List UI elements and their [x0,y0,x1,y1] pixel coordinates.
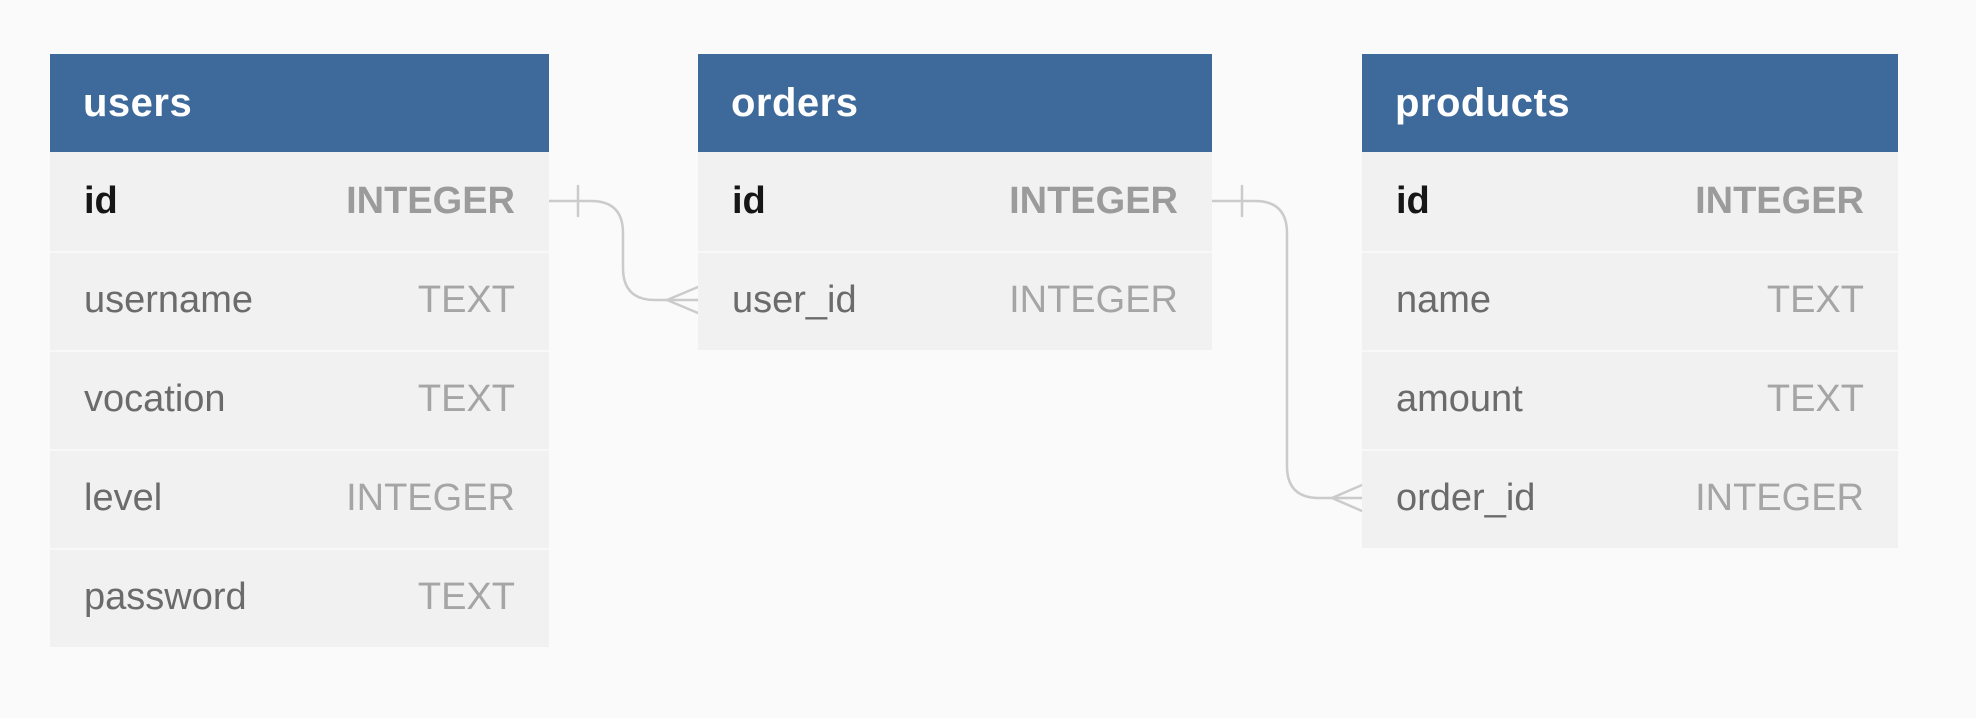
column-name: vocation [84,378,226,420]
column-name: order_id [1396,477,1536,519]
table-orders-header: orders [698,54,1212,152]
cardinality-crow-foot [665,285,700,315]
table-users[interactable]: users id INTEGER username TEXT vocation … [50,54,549,647]
column-name: id [84,180,118,222]
table-users-row-vocation: vocation TEXT [50,350,549,449]
table-products-row-amount: amount TEXT [1362,350,1898,449]
table-products-row-order-id: order_id INTEGER [1362,449,1898,548]
table-users-row-level: level INTEGER [50,449,549,548]
table-users-row-username: username TEXT [50,251,549,350]
table-users-row-id: id INTEGER [50,152,549,251]
relationship-orders-products [1210,184,1364,513]
column-type: INTEGER [1695,477,1864,519]
table-products-row-id: id INTEGER [1362,152,1898,251]
column-type: TEXT [1766,378,1864,420]
table-users-header: users [50,54,549,152]
column-type: INTEGER [346,180,515,222]
column-type: TEXT [1766,279,1864,321]
table-products-row-name: name TEXT [1362,251,1898,350]
cardinality-crow-foot [1330,483,1364,513]
table-orders-row-user-id: user_id INTEGER [698,251,1212,350]
column-name: username [84,279,253,321]
column-name: name [1396,279,1492,321]
column-type: TEXT [417,279,515,321]
table-title: products [1395,80,1571,125]
table-products-header: products [1362,54,1898,152]
column-type: INTEGER [1009,180,1178,222]
column-type: INTEGER [1009,279,1178,321]
column-type: TEXT [417,378,515,420]
column-type: TEXT [417,576,515,618]
table-orders[interactable]: orders id INTEGER user_id INTEGER [698,54,1212,350]
table-orders-row-id: id INTEGER [698,152,1212,251]
table-title: users [83,80,193,125]
column-name: password [84,576,247,618]
column-name: user_id [732,279,857,321]
relationship-users-orders [547,184,700,315]
relationship-line [1210,199,1334,500]
column-type: INTEGER [1695,180,1864,222]
column-name: id [732,180,766,222]
column-name: amount [1396,378,1523,420]
column-name: level [84,477,163,519]
table-title: orders [731,80,859,125]
table-users-row-password: password TEXT [50,548,549,647]
relationship-line [547,199,669,302]
table-products[interactable]: products id INTEGER name TEXT amount TEX… [1362,54,1898,548]
column-type: INTEGER [346,477,515,519]
column-name: id [1396,180,1430,222]
